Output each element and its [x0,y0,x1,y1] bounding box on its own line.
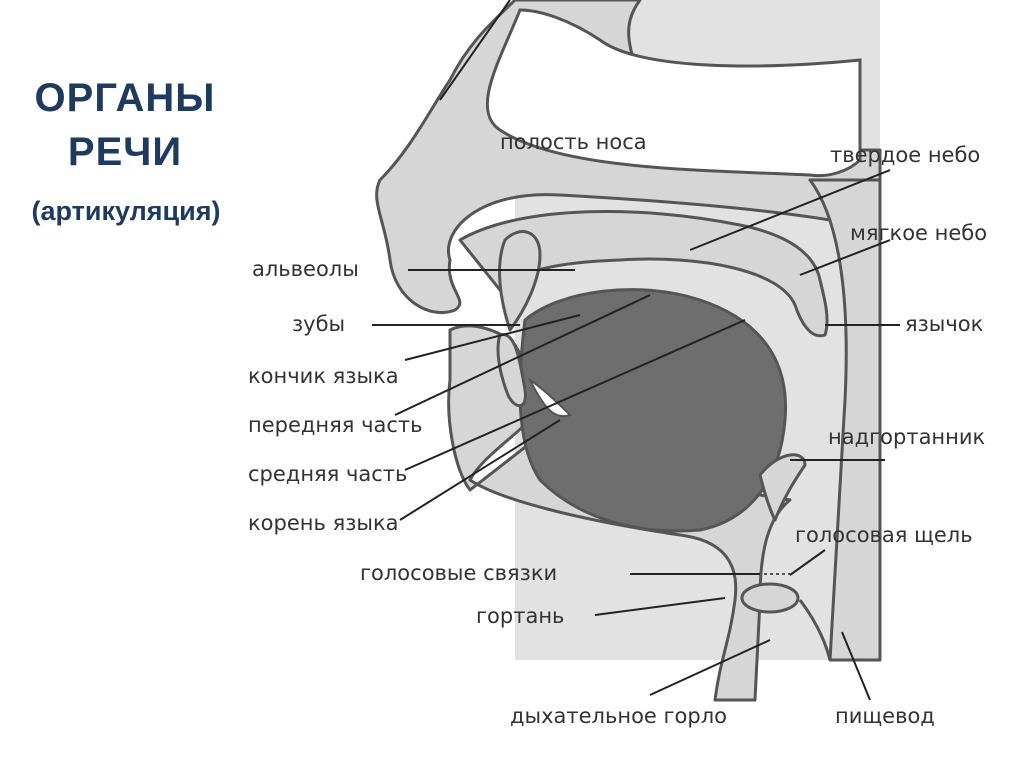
lower-teeth [496,333,527,408]
label-windpipe: дыхательное горло [510,704,727,728]
leader-windpipe [649,639,771,696]
label-soft-palate: мягкое небо [850,221,987,245]
label-glottis: голосовая щель [795,523,973,547]
label-epiglottis: надгортанник [828,425,985,449]
nose-leader [439,0,511,101]
label-vocal-cords: голосовые связки [360,561,557,585]
leader-front-part [394,294,651,416]
label-larynx: гортань [476,604,564,628]
tongue-tip-highlight [527,377,572,418]
label-alveoli: альвеолы [252,257,359,281]
label-nasal-cavity: полость носа [500,130,647,154]
upper-teeth [498,230,542,332]
leader-larynx [594,597,726,616]
label-middle-part: средняя часть [248,462,407,486]
epiglottis-shape [758,453,807,522]
pharynx-wall [808,178,882,662]
label-tongue-tip: кончик языка [248,364,399,388]
palate [458,210,829,338]
subtitle: (артикуляция) [31,196,221,226]
esophagus-tube [798,599,832,661]
leader-tongue-tip [404,314,581,361]
label-esophagus: пищевод [835,704,935,728]
label-uvula: язычок [905,312,983,336]
leader-hard-palate [689,169,891,251]
title-line-1: ОРГАНЫ [34,76,216,120]
label-hard-palate: твердое небо [830,143,980,167]
leader-tongue-root [399,419,561,521]
leader-middle-part [404,319,746,471]
label-front-part: передняя часть [248,413,423,437]
leader-esophagus [841,631,871,701]
label-teeth: зубы [292,312,345,336]
leader-soft-palate [799,239,891,276]
title-line-2: РЕЧИ [67,130,183,174]
nasal-cavity [485,8,862,178]
vocal-folds-shape [740,582,800,614]
label-tongue-root: корень языка [248,511,399,535]
leader-glottis [789,549,826,576]
